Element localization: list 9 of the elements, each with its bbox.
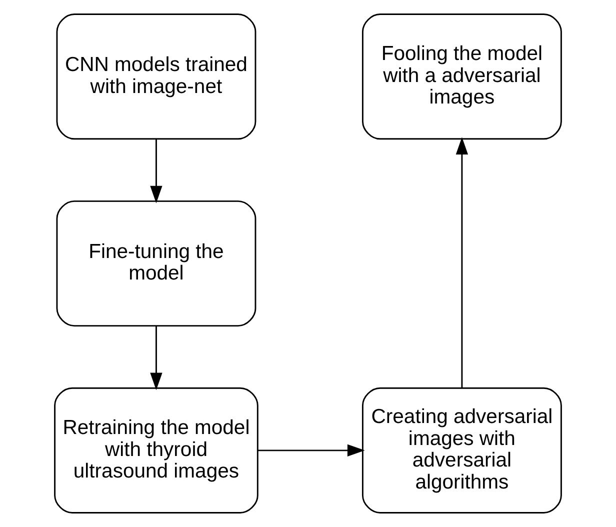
arrow (150, 139, 162, 204)
node-box: Creating adversarial images with adversarial algorithms (362, 387, 562, 514)
arrow (456, 137, 468, 388)
node-box: Fooling the model with a adversarial images (362, 14, 562, 140)
node-box: Fine-tuning the model (56, 200, 256, 327)
node-box: Retraining the model with thyroid ultrasound images (54, 387, 258, 514)
arrow (150, 326, 162, 390)
node-box: CNN models trained with image-net (56, 14, 256, 140)
arrow (258, 444, 365, 456)
